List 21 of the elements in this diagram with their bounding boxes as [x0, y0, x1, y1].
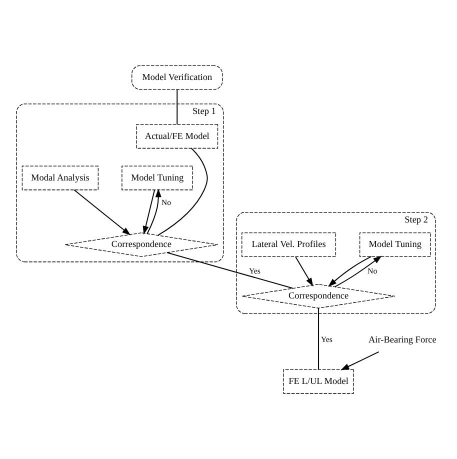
arrow — [295, 256, 314, 287]
node-diamond: Correspondence — [242, 284, 396, 308]
arrow — [334, 256, 382, 288]
connector — [158, 148, 208, 236]
node-diamond: Correspondence — [64, 232, 218, 257]
connector — [176, 89, 178, 125]
node-text: Air-Bearing Force — [368, 335, 436, 346]
arrow — [340, 351, 380, 370]
node-box: Model Verification — [132, 65, 223, 90]
node-box: Model Tuning — [359, 232, 431, 257]
node-box: Model Tuning — [122, 166, 193, 190]
arrow — [142, 190, 156, 235]
connector — [166, 252, 294, 289]
node-box: FE L/UL Model — [283, 369, 354, 394]
arrow — [328, 256, 372, 287]
node-box: Actual/FE Model — [136, 124, 218, 149]
node-box: Modal Analysis — [22, 166, 98, 190]
arrow — [146, 188, 162, 234]
node-box: Lateral Vel. Profiles — [242, 232, 336, 257]
arrow — [74, 189, 131, 236]
connector — [318, 308, 320, 370]
